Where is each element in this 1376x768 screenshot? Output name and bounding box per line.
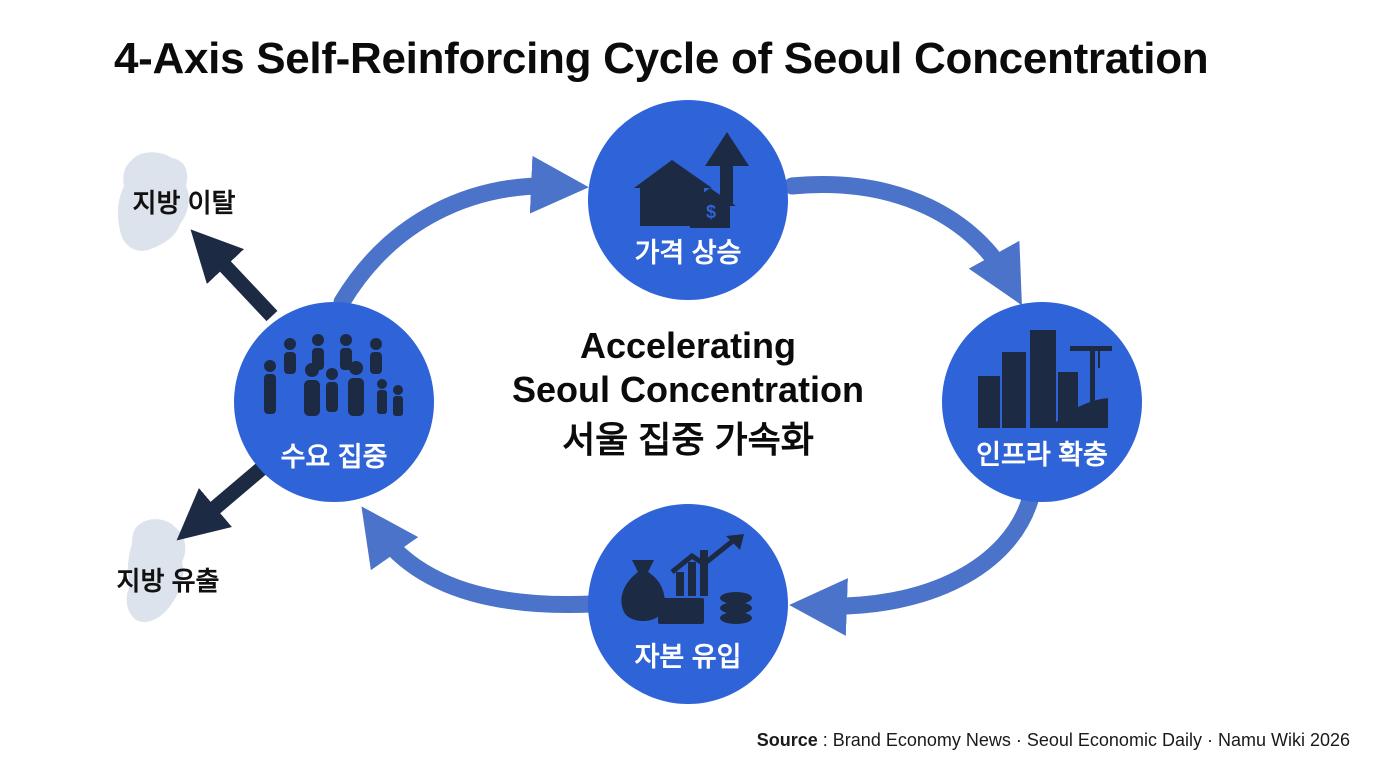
node-capital-inflow: 자본 유입 <box>588 504 788 704</box>
region-map-shape-bottom <box>126 519 186 623</box>
region-map-shape-top <box>117 152 189 251</box>
source-label: Source <box>756 730 818 750</box>
node-label-infra: 인프라 확충 <box>976 440 1108 470</box>
house-price-up-icon <box>634 132 749 228</box>
outflow-label-top: 지방 이탈 <box>133 188 236 218</box>
node-label-demand: 수요 집중 <box>281 442 388 472</box>
center-title-line1: Accelerating <box>580 325 796 366</box>
arrow-outflow-bottom <box>176 462 267 541</box>
city-construction-icon <box>978 330 1112 428</box>
source-citation: Source : Brand Economy News · Seoul Econ… <box>757 730 1350 751</box>
node-price-rise: $ 가격 상승 <box>588 100 788 300</box>
crowd-people-icon <box>264 334 403 416</box>
arrow-capital-to-demand <box>361 506 601 613</box>
arrow-demand-to-price <box>333 155 589 311</box>
node-demand-concentration: 수요 집중 <box>234 302 434 502</box>
arrow-outflow-top <box>190 229 278 322</box>
outflow-label-bottom: 지방 유출 <box>117 566 220 596</box>
center-title-korean: 서울 집중 가속화 <box>562 419 814 460</box>
dollar-icon: $ <box>706 202 716 222</box>
arrow-infra-to-capital <box>789 491 1039 636</box>
node-infra-expansion: 인프라 확충 <box>942 302 1142 502</box>
money-growth-icon <box>621 534 752 624</box>
node-label-capital: 자본 유입 <box>635 642 742 672</box>
source-text: : Brand Economy News · Seoul Economic Da… <box>817 730 1350 750</box>
arrow-price-to-infra <box>783 176 1022 306</box>
node-label-price: 가격 상승 <box>635 238 742 268</box>
page-title: 4-Axis Self-Reinforcing Cycle of Seoul C… <box>114 34 1209 83</box>
center-title-line2: Seoul Concentration <box>512 369 864 410</box>
